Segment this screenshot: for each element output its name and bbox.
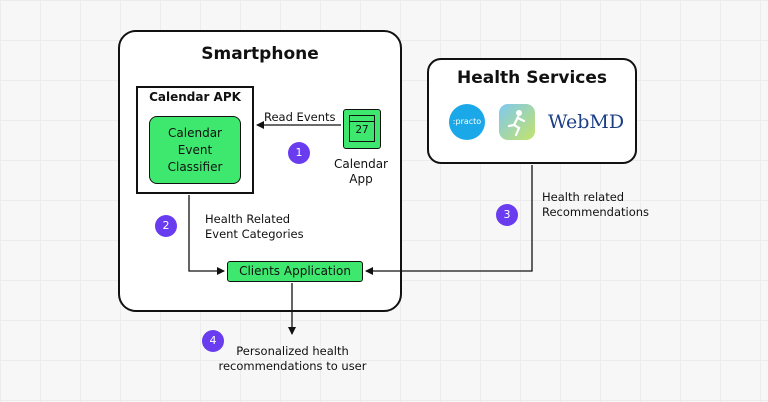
clients-application-node: Clients Application bbox=[227, 261, 363, 282]
runner-icon bbox=[507, 110, 526, 137]
calendar-event-classifier-node: Calendar Event Classifier bbox=[149, 116, 241, 184]
read-events-label: Read Events bbox=[264, 110, 336, 124]
calendar-icon-date: 27 bbox=[355, 123, 369, 136]
step-badge-2: 2 bbox=[155, 215, 177, 237]
calendar-apk-title: Calendar APK bbox=[149, 90, 241, 104]
calendar-app-label-line-1: Calendar bbox=[334, 157, 388, 171]
step-badge-1: 1 bbox=[288, 142, 310, 164]
step-badge-3: 3 bbox=[496, 204, 518, 226]
classifier-line-2: Event bbox=[177, 142, 213, 157]
recommendations-line-1: Health related bbox=[542, 190, 625, 204]
classifier-line-3: Classifier bbox=[167, 159, 223, 174]
edge-recommendations bbox=[365, 165, 533, 275]
practo-logo: :practo bbox=[449, 104, 485, 140]
health-services-title: Health Services bbox=[457, 68, 607, 88]
calendar-app-label-line-2: App bbox=[349, 172, 373, 186]
calendar-icon-header bbox=[350, 116, 374, 122]
step-badge-4: 4 bbox=[202, 330, 224, 352]
calendar-app-icon: 27 bbox=[343, 109, 381, 149]
recommendations-label: Health related Recommendations bbox=[542, 190, 649, 220]
fitness-app-logo bbox=[499, 104, 535, 140]
calendar-icon: 27 bbox=[349, 115, 375, 142]
edge-event-categories bbox=[188, 195, 225, 275]
personalized-label: Personalized health recommendations to u… bbox=[215, 344, 370, 374]
event-categories-line-1: Health Related bbox=[205, 212, 291, 226]
smartphone-title: Smartphone bbox=[201, 44, 319, 64]
webmd-logo: WebMD bbox=[548, 111, 625, 133]
classifier-line-1: Calendar bbox=[168, 125, 222, 140]
personalized-line-2: recommendations to user bbox=[218, 359, 367, 373]
event-categories-line-2: Event Categories bbox=[205, 227, 304, 241]
personalized-line-1: Personalized health bbox=[236, 344, 349, 358]
event-categories-label: Health Related Event Categories bbox=[205, 212, 304, 242]
recommendations-line-2: Recommendations bbox=[542, 205, 650, 219]
calendar-app-label: Calendar App bbox=[326, 157, 396, 187]
